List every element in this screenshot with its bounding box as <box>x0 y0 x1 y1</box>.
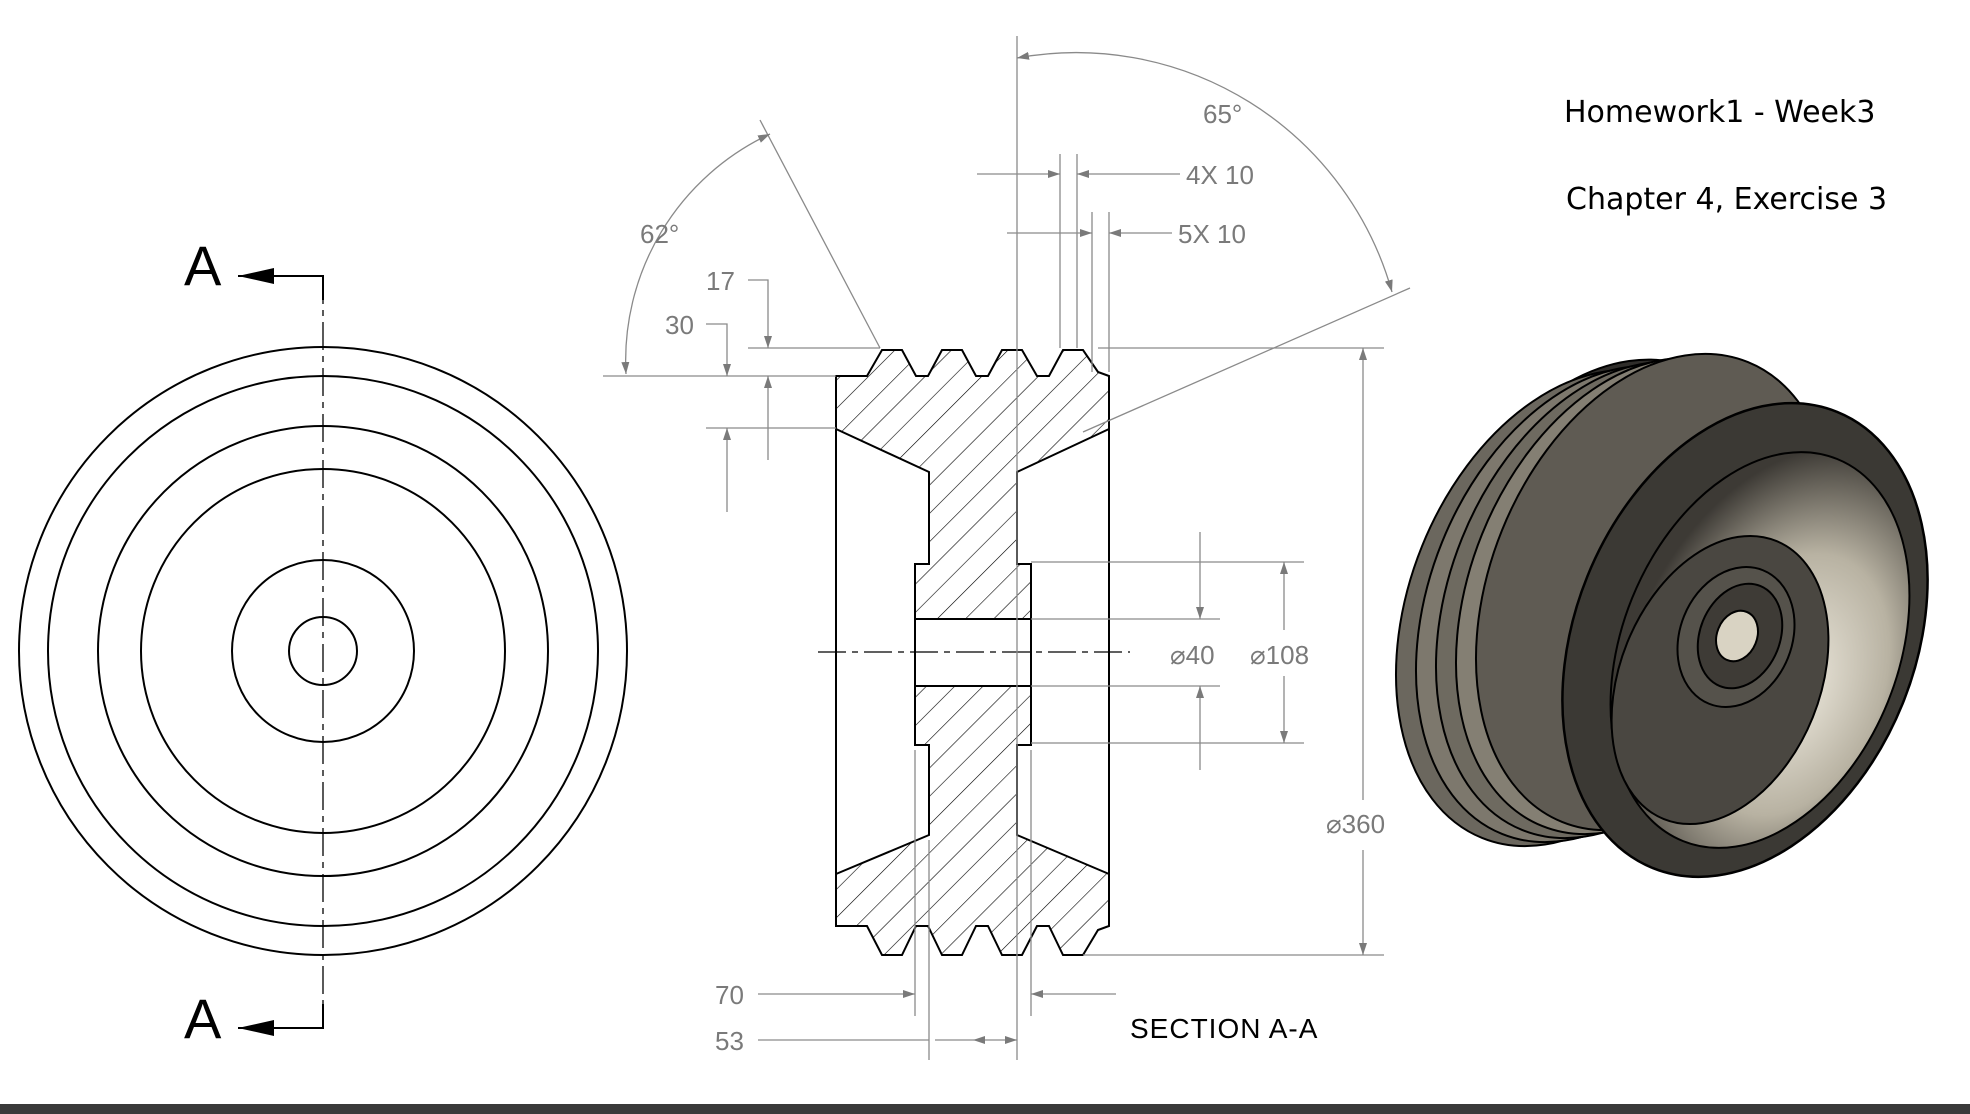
angle-65-extension <box>1082 287 1411 433</box>
cutting-label-top: A <box>184 234 222 297</box>
cutting-plane-arrow-bottom <box>238 1004 324 1036</box>
footer-bar <box>0 1104 1970 1114</box>
hub-width-label: 70 <box>715 980 744 1010</box>
web-width-label: 53 <box>715 1026 744 1056</box>
section-lower-body <box>835 685 1110 956</box>
rim-thickness-label: 30 <box>665 310 694 340</box>
groove-top-width-label: 4X 10 <box>1186 160 1254 190</box>
angle-65-arc <box>1016 51 1393 293</box>
section-label: SECTION A-A <box>1130 1013 1318 1044</box>
section-upper-body <box>835 349 1110 620</box>
angle-62-extension <box>759 119 881 349</box>
title-line-1: Homework1 - Week3 <box>1564 95 1875 130</box>
dimensions: 65° 62° 4X 10 5X 10 17 30 ⌀40 <box>603 36 1411 1060</box>
front-view: A A <box>18 234 628 1050</box>
angle-65-label: 65° <box>1203 99 1242 129</box>
angle-62-label: 62° <box>640 219 679 249</box>
groove-depth-label: 17 <box>706 266 735 296</box>
cutting-plane-arrow-top <box>238 268 324 300</box>
hub-diameter-label: ⌀108 <box>1250 640 1309 670</box>
groove-bottom-width-label: 5X 10 <box>1178 219 1246 249</box>
bore-diameter-label: ⌀40 <box>1170 640 1215 670</box>
section-view: SECTION A-A <box>818 349 1318 1044</box>
model-bore <box>1715 609 1759 663</box>
groove-depth-leader <box>748 279 772 348</box>
outer-diameter-label: ⌀360 <box>1326 809 1385 839</box>
title-line-2: Chapter 4, Exercise 3 <box>1566 182 1887 217</box>
isometric-model <box>1395 352 1929 879</box>
cutting-label-bottom: A <box>184 987 222 1050</box>
angle-62-arc <box>621 133 771 375</box>
rim-thickness-leader <box>706 323 731 376</box>
